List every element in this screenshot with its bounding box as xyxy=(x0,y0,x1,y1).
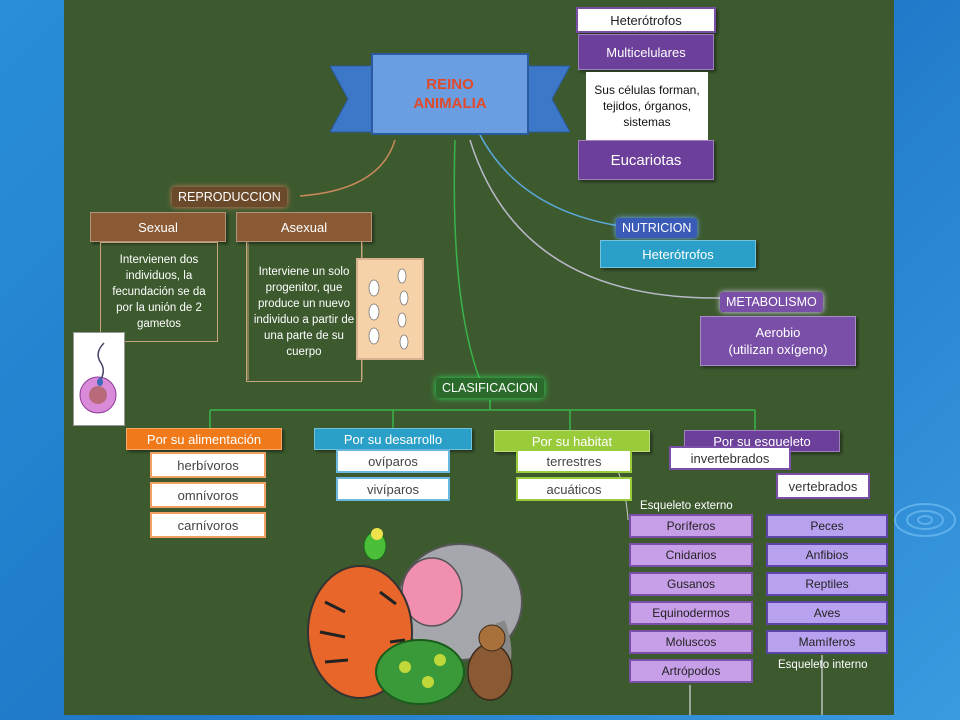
vertebrate-item: Anfibios xyxy=(766,543,888,567)
vertebrate-item: Peces xyxy=(766,514,888,538)
page-title: REINO ANIMALIA xyxy=(413,76,487,112)
esqueleto-interno-label: Esqueleto interno xyxy=(778,659,868,671)
clasificacion-label: CLASIFICACION xyxy=(436,378,544,398)
invertebrate-item: Equinodermos xyxy=(629,601,753,625)
alimentacion-item: omnívoros xyxy=(150,482,266,508)
alimentacion-item: carnívoros xyxy=(150,512,266,538)
desarrollo-header: Por su desarrollo xyxy=(314,428,472,450)
asexual-box: Asexual xyxy=(236,212,372,242)
sexual-box: Sexual xyxy=(90,212,226,242)
heterotrofos-tag: Heterótrofos xyxy=(576,7,716,33)
invertebrate-item: Poríferos xyxy=(629,514,753,538)
vertebrados-box: vertebrados xyxy=(776,473,870,499)
alimentacion-header: Por su alimentación xyxy=(126,428,282,450)
invertebrate-item: Artrópodos xyxy=(629,659,753,683)
desarrollo-item: ovíparos xyxy=(336,449,450,473)
invertebrate-item: Gusanos xyxy=(629,572,753,596)
vertebrate-item: Aves xyxy=(766,601,888,625)
invertebrate-item: Moluscos xyxy=(629,630,753,654)
sexual-description: Intervienen dos individuos, la fecundaci… xyxy=(100,242,218,342)
reproduccion-label: REPRODUCCION xyxy=(172,187,287,207)
invertebrate-item: Cnidarios xyxy=(629,543,753,567)
cells-description: Sus células forman, tejidos, órganos, si… xyxy=(586,72,708,140)
alimentacion-item: herbívoros xyxy=(150,452,266,478)
nutricion-label: NUTRICION xyxy=(616,218,698,238)
budding-image xyxy=(356,258,424,360)
animals-illustration xyxy=(300,522,540,712)
vertebrate-item: Reptiles xyxy=(766,572,888,596)
habitat-item: terrestres xyxy=(516,449,632,473)
title-banner: REINO ANIMALIA xyxy=(329,50,571,145)
metabolismo-value: Aerobio (utilizan oxígeno) xyxy=(700,316,856,366)
fertilization-image xyxy=(73,332,125,426)
nutricion-value: Heterótrofos xyxy=(600,240,756,268)
vertebrate-item: Mamíferos xyxy=(766,630,888,654)
asexual-description: Interviene un solo progenitor, que produ… xyxy=(246,242,362,382)
eucariotas-box: Eucariotas xyxy=(578,140,714,180)
metabolismo-label: METABOLISMO xyxy=(720,292,823,312)
esqueleto-externo-label: Esqueleto externo xyxy=(640,500,733,512)
desarrollo-item: vivíparos xyxy=(336,477,450,501)
invertebrados-box: invertebrados xyxy=(669,446,791,470)
ripple-decoration xyxy=(894,503,956,537)
multicelulares-box: Multicelulares xyxy=(578,34,714,70)
habitat-item: acuáticos xyxy=(516,477,632,501)
